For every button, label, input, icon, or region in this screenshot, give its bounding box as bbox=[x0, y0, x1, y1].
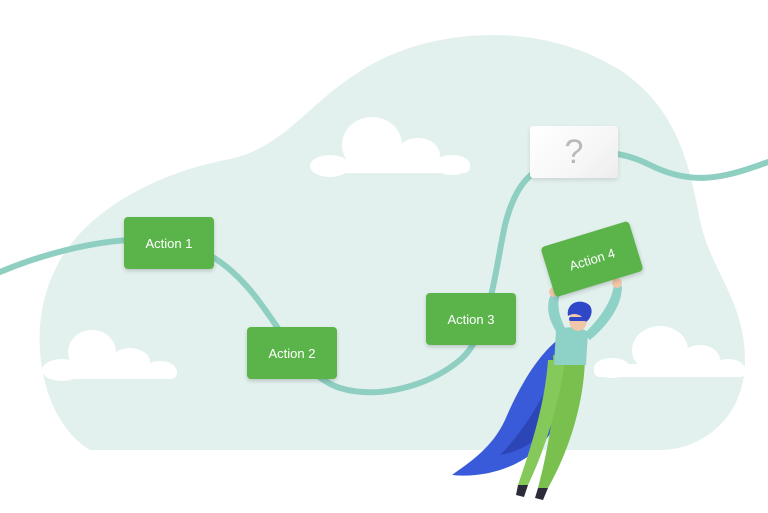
hand bbox=[612, 278, 622, 288]
shoe bbox=[535, 488, 548, 500]
mask bbox=[569, 317, 587, 321]
action-card-1[interactable]: Action 1 bbox=[124, 217, 214, 269]
unknown-step-card[interactable]: ? bbox=[530, 126, 618, 178]
left-arm bbox=[548, 292, 566, 334]
cloud-icon bbox=[310, 117, 470, 177]
right-arm bbox=[584, 284, 622, 340]
pants-back bbox=[518, 360, 565, 485]
shoe bbox=[516, 485, 528, 497]
action-card-2[interactable]: Action 2 bbox=[247, 327, 337, 379]
pants bbox=[538, 355, 585, 488]
hair bbox=[567, 301, 592, 322]
cloud-icon bbox=[42, 330, 177, 381]
cloud-icon bbox=[594, 326, 746, 378]
shirt bbox=[554, 327, 588, 365]
action-card-3[interactable]: Action 3 bbox=[426, 293, 516, 345]
